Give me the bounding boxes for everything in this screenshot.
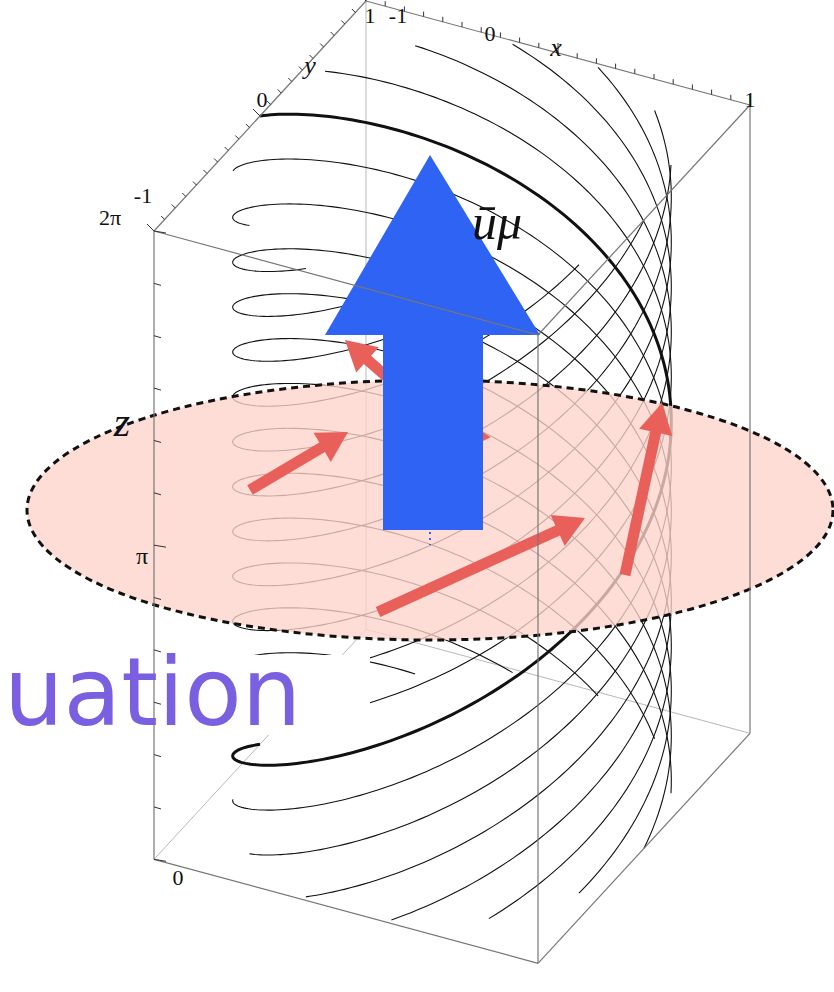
tick-mark [730, 95, 731, 100]
tick-mark [147, 224, 154, 231]
velocity-arrow [376, 515, 585, 617]
tick-mark [204, 170, 208, 174]
tick-label: 2π [99, 207, 121, 229]
tick-mark [519, 38, 520, 43]
tick-mark [299, 67, 303, 71]
box-front-edges [154, 1, 750, 963]
tick-mark [577, 53, 578, 58]
tick-mark [596, 58, 597, 63]
tick-mark [225, 147, 229, 151]
box-edge [538, 105, 750, 335]
axis-label: y [304, 53, 316, 79]
box-edge [538, 733, 750, 963]
tick-mark [193, 182, 197, 186]
tick-mark [692, 84, 693, 89]
vector-label: ūμ [472, 197, 522, 247]
box-edge [154, 859, 538, 963]
tick-label: 0 [173, 867, 184, 889]
tick-mark [154, 807, 161, 809]
velocity-arrow [247, 432, 348, 495]
tick-mark [359, 0, 366, 1]
tick-mark [154, 283, 161, 285]
tick-mark [711, 90, 712, 95]
tick-mark [634, 69, 635, 74]
tick-mark [154, 440, 161, 442]
tick-mark [154, 598, 161, 600]
tick-label: 0 [485, 23, 496, 45]
tick-mark [423, 12, 424, 17]
tick-mark [352, 9, 356, 13]
tick-label: π [136, 544, 148, 568]
tick-label: 1 [745, 89, 756, 111]
tick-mark [235, 136, 239, 140]
tick-mark [214, 159, 218, 163]
tick-label: -1 [389, 5, 407, 27]
tick-mark [154, 755, 161, 757]
axis-label: z [114, 401, 130, 443]
tick-mark [442, 17, 443, 22]
tick-label: 1 [365, 5, 376, 27]
tick-mark [278, 90, 282, 94]
tick-mark [615, 64, 616, 69]
tick-label: 0 [257, 89, 268, 111]
mean-flow-arrow [325, 155, 540, 530]
box-edge [154, 1, 366, 231]
tick-mark [154, 545, 166, 547]
clipped-word: uation [4, 646, 301, 740]
tick-mark [154, 859, 166, 861]
tick-mark [288, 78, 292, 82]
tick-mark [341, 21, 345, 25]
tick-mark [161, 216, 165, 220]
tick-mark [538, 43, 539, 48]
tick-mark [154, 388, 161, 390]
tick-mark [481, 27, 482, 32]
velocity-arrow [620, 403, 673, 576]
axis-line [429, 160, 431, 545]
tick-mark [172, 205, 176, 209]
tick-mark [154, 231, 166, 233]
box-edge [537, 335, 538, 963]
tick-mark [462, 22, 463, 27]
tick-mark [331, 32, 335, 36]
tick-mark [320, 44, 324, 48]
tick-mark [154, 493, 161, 495]
axis-label: x [550, 35, 562, 61]
box-edge [749, 105, 750, 733]
box-edge [366, 1, 750, 105]
tick-mark [385, 1, 386, 6]
tick-mark [154, 336, 161, 338]
tick-mark [654, 74, 655, 79]
tick-mark [267, 101, 271, 105]
tick-mark [182, 193, 186, 197]
tick-mark [673, 79, 674, 84]
tick-label: -1 [134, 185, 152, 207]
tick-mark [246, 124, 250, 128]
tick-mark [500, 32, 501, 37]
